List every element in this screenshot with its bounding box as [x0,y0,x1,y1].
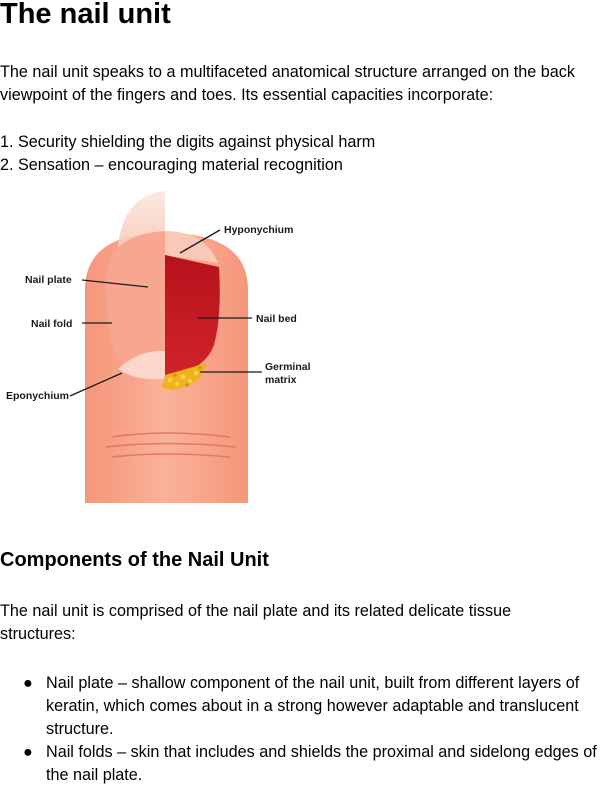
components-list: ● Nail plate – shallow component of the … [0,672,600,787]
function-item-sensation: 2. Sensation – encouraging material reco… [0,156,343,174]
lunula-shape [118,350,165,380]
leader-lines [69,229,262,397]
label-hyponychium: Hyponychium [224,224,293,236]
function-item-protection: 1. Security shielding the digits against… [0,133,376,151]
bullet-icon: ● [23,743,33,761]
label-nail-plate: Nail plate [25,274,72,286]
label-germinal-matrix-line1: Germinal [265,361,311,373]
component-text-nail-folds: Nail folds – skin that includes and shie… [46,743,597,784]
nail-unit-diagram: Hyponychium Nail plate Nail fold Nail be… [6,191,311,503]
nail-plate-shape [106,231,165,379]
label-eponychium: Eponychium [6,390,69,402]
bullet-icon: ● [23,674,33,692]
list-item: ● Nail plate – shallow component of the … [0,672,600,741]
knuckle-creases [105,432,237,458]
page-title: The nail unit [0,0,171,30]
component-text-nail-plate: Nail plate – shallow component of the na… [46,674,580,738]
intro-paragraph: The nail unit speaks to a multifaceted a… [0,63,575,104]
list-item: ● Nail folds – skin that includes and sh… [0,741,600,787]
label-nail-bed: Nail bed [256,313,297,325]
functions-list: 1. Security shielding the digits against… [0,131,375,177]
components-intro: The nail unit is comprised of the nail p… [0,602,512,643]
components-heading: Components of the Nail Unit [0,549,269,571]
label-nail-fold: Nail fold [31,318,72,330]
label-germinal-matrix-line2: matrix [265,374,297,386]
germinal-matrix-shape [162,363,206,390]
nail-bed-shape [165,255,220,379]
